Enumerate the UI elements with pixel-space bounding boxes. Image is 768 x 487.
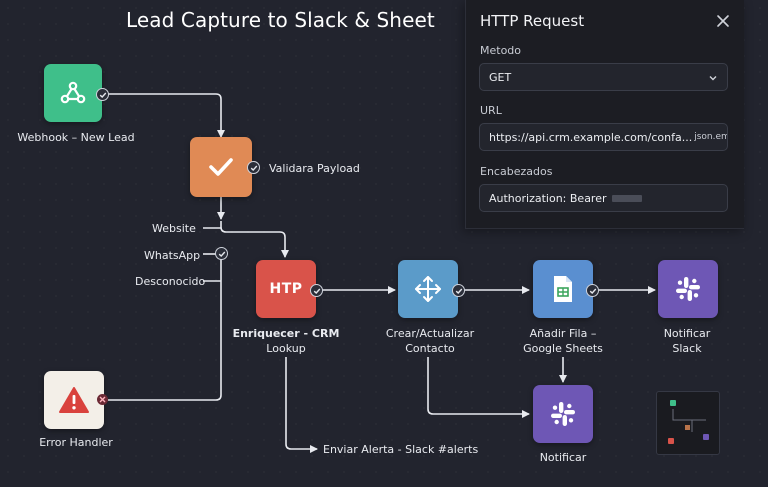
close-icon[interactable] xyxy=(715,13,731,29)
slack-node[interactable] xyxy=(658,260,718,318)
branch-label-website: Website xyxy=(152,222,196,235)
masked-token xyxy=(611,194,642,202)
contact-status-icon xyxy=(452,284,465,297)
error-handler-node[interactable] xyxy=(44,371,104,429)
slack-label-line1: Notificar xyxy=(663,327,711,340)
slack-2-label: Notificar xyxy=(539,451,587,464)
method-label: Metodo xyxy=(480,44,522,57)
http-request-panel: HTTP Request Metodo GET URL https://api.… xyxy=(465,0,744,229)
validate-label: Validara Payload xyxy=(269,162,360,175)
sheets-label: Añadir Fila – Google Sheets xyxy=(504,326,622,356)
method-select[interactable]: GET xyxy=(479,63,728,91)
check-icon xyxy=(209,158,233,176)
switch-status-icon xyxy=(215,247,228,260)
headers-value: Authorization: Bearer xyxy=(489,191,607,205)
slack-label-line2: Slack xyxy=(672,342,702,355)
validate-status-icon xyxy=(247,161,260,174)
edge-webhook-validate xyxy=(108,93,225,138)
edge-contact-slack2 xyxy=(427,357,530,418)
contact-label: Crear/Actualizar Contacto xyxy=(372,326,488,356)
edge-enrich-alert xyxy=(285,357,318,453)
alert-label: Enviar Alerta - Slack #alerts xyxy=(323,443,479,456)
sheets-status-icon xyxy=(586,284,599,297)
url-label: URL xyxy=(480,104,502,117)
url-value: https://api.crm.example.com/confa... xyxy=(489,130,693,144)
minimap[interactable] xyxy=(656,391,720,455)
webhook-status-icon xyxy=(96,88,109,101)
enrich-node[interactable]: HTP xyxy=(256,260,316,318)
minimap-node-green xyxy=(670,400,676,406)
minimap-node-purple xyxy=(703,434,709,440)
minimap-node-red xyxy=(668,438,674,444)
enrich-label: Enriquecer - CRM Lookup xyxy=(228,326,344,356)
url-input[interactable]: https://api.crm.example.com/confa... jso… xyxy=(479,123,728,151)
url-expression-suffix: json.email} xyxy=(694,132,727,142)
enrich-label-line2: Lookup xyxy=(266,342,306,355)
error-label: Error Handler xyxy=(39,436,113,449)
validate-node[interactable] xyxy=(190,137,252,197)
enrich-status-icon xyxy=(310,284,323,297)
contact-label-line2: Contacto xyxy=(405,342,455,355)
headers-label: Encabezados xyxy=(480,165,553,178)
warning-icon xyxy=(59,387,89,413)
panel-title: HTTP Request xyxy=(480,12,585,30)
method-value: GET xyxy=(489,70,512,84)
headers-input[interactable]: Authorization: Bearer xyxy=(479,184,728,212)
google-sheets-icon xyxy=(554,276,572,302)
sheets-label-line2: Google Sheets xyxy=(523,342,603,355)
slack-icon xyxy=(551,402,575,426)
workflow-title: Lead Capture to Slack & Sheet xyxy=(126,8,435,32)
slack-node-2[interactable] xyxy=(533,385,593,443)
sheets-label-line1: Añadir Fila – xyxy=(529,327,597,340)
http-icon: HTP xyxy=(269,281,303,297)
minimap-edges xyxy=(672,409,706,432)
slack-label: Notificar Slack xyxy=(628,326,746,356)
branch-label-whatsapp: WhatsApp xyxy=(144,249,201,262)
slack-icon xyxy=(676,277,700,301)
edge-switch-error xyxy=(108,254,222,401)
contact-label-line1: Crear/Actualizar xyxy=(385,327,475,340)
sheets-node[interactable] xyxy=(533,260,593,318)
edge-switch-enrich xyxy=(220,221,289,258)
chevron-down-icon xyxy=(709,76,717,81)
move-icon xyxy=(415,276,441,302)
enrich-label-line1: Enriquecer - CRM xyxy=(232,327,340,340)
webhook-label: Webhook – New Lead xyxy=(17,131,135,144)
contact-node[interactable] xyxy=(398,260,458,318)
webhook-icon xyxy=(60,81,86,104)
branch-label-desconocido: Desconocido xyxy=(135,275,206,288)
webhook-node[interactable] xyxy=(44,64,102,122)
error-status-icon xyxy=(97,394,108,405)
